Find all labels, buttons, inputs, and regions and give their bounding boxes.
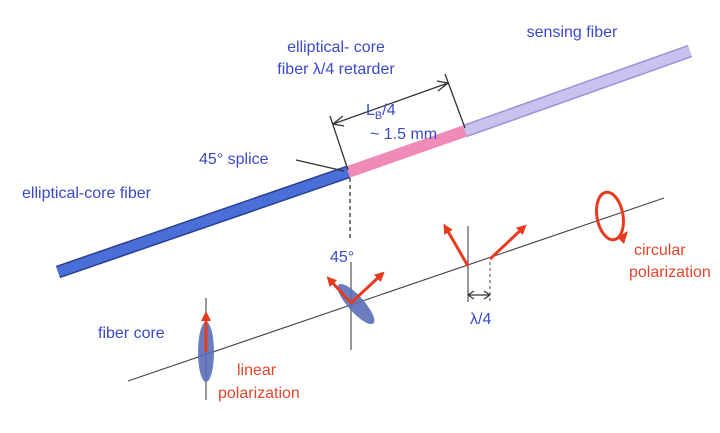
propagation-axis	[127, 197, 665, 382]
station-45	[326, 262, 385, 350]
retarder-length-L: L	[366, 102, 375, 119]
quarter-wave-label: λ/4	[470, 311, 491, 328]
station-linear	[198, 298, 214, 400]
axis-arrow-right-2	[349, 271, 385, 305]
circular-label-line2: polarization	[629, 264, 711, 281]
circular-polarization-loop	[595, 190, 625, 242]
length-tick-right	[444, 73, 466, 129]
retarder-segment	[346, 125, 467, 178]
quarter-wave-arrow-1	[443, 223, 470, 267]
fiber-core-label: fiber core	[98, 325, 165, 342]
retarder-length-approx: ~ 1.5 mm	[370, 126, 437, 143]
length-dimension-line	[332, 82, 449, 125]
length-tick-left	[329, 115, 349, 171]
splice-label: 45° splice	[199, 151, 269, 168]
fiber-core-ellipse-2	[337, 283, 375, 325]
retarder-label-line1: elliptical- core	[287, 39, 385, 56]
retarder-length-label: LB/4	[366, 102, 396, 122]
fiber	[55, 44, 693, 279]
sensing-fiber-segment-fill	[463, 46, 692, 136]
splice-marker	[295, 159, 351, 240]
axis-arrow-left-2	[326, 276, 353, 305]
length-arrowhead-left	[332, 115, 345, 127]
linear-label-line1: linear	[237, 362, 277, 379]
circular-label-line1: circular	[634, 242, 686, 259]
elliptical-core-fiber-label: elliptical-core fiber	[22, 185, 152, 202]
circular-polarization-arrowhead	[617, 231, 628, 244]
angle-45-label: 45°	[330, 249, 354, 266]
length-arrowhead-right	[436, 80, 449, 92]
retarder-length-suffix: /4	[382, 102, 395, 119]
splice-leader-line	[295, 159, 345, 172]
quarter-wave-dim-arrows	[467, 290, 491, 300]
sensing-fiber-label: sensing fiber	[527, 24, 618, 41]
station-quarter-wave	[443, 223, 527, 302]
retarder-label-line2: fiber λ/4 retarder	[277, 61, 395, 78]
elliptical-core-fiber-segment-fill	[56, 167, 350, 277]
length-annotation	[329, 73, 466, 171]
station-circular	[595, 190, 628, 244]
retarder-length-sub: B	[375, 110, 382, 122]
linear-label-line2: polarization	[218, 385, 300, 402]
quarter-wave-arrow-2	[488, 224, 527, 261]
